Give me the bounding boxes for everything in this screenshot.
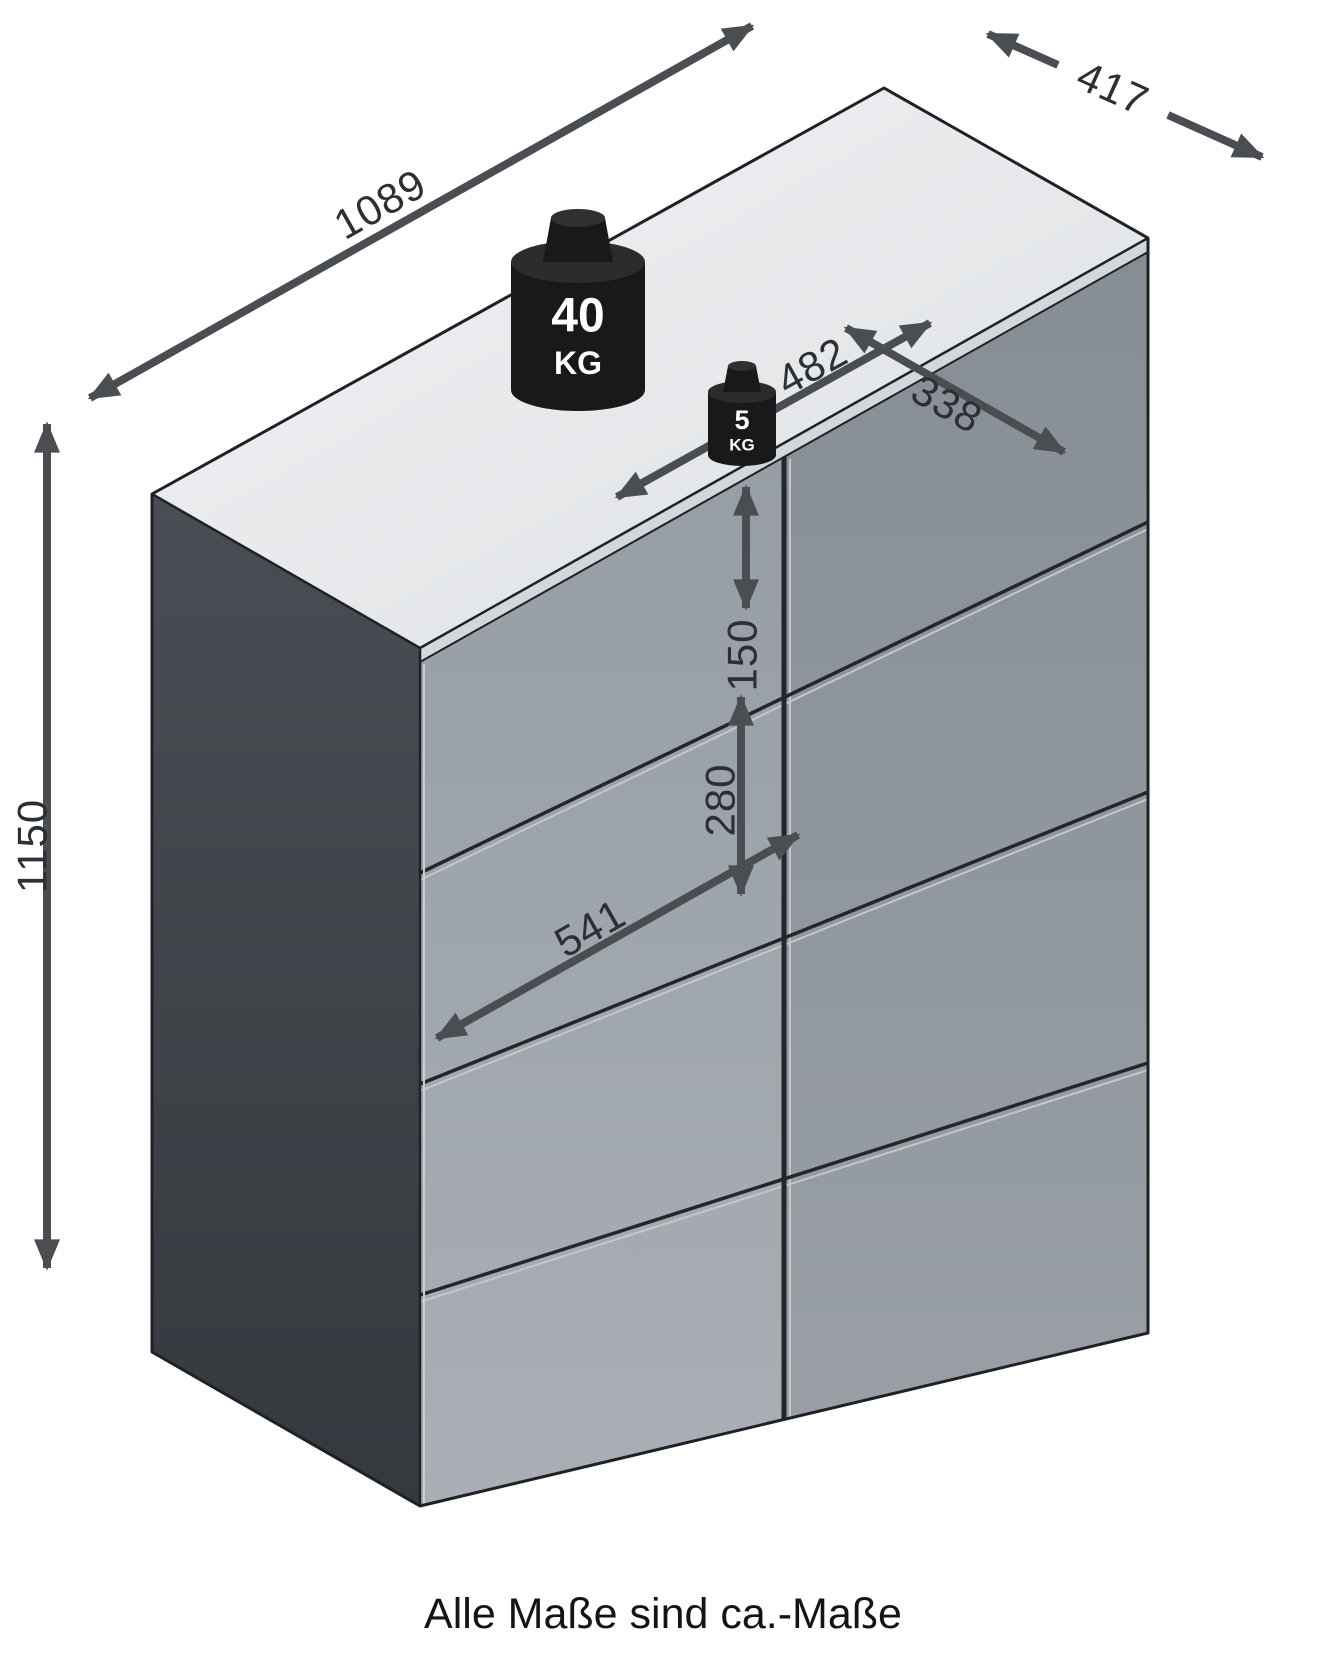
- weight-5kg-unit: KG: [729, 436, 755, 455]
- dim-line-total-depth-lower: [1166, 111, 1265, 161]
- drawer-column-right: [784, 252, 1148, 1420]
- caption: Alle Maße sind ca.-Maße: [424, 1590, 902, 1638]
- weight-40kg-knob: [543, 218, 613, 262]
- dim-label-total-height: 1150: [9, 799, 56, 893]
- weight-5kg-knob-top: [728, 361, 756, 371]
- weight-40kg-value: 40: [551, 290, 604, 343]
- cabinet-outline: [150, 86, 1150, 1508]
- dim-line-total-width: [87, 22, 755, 402]
- weight-40kg-knob-top: [551, 209, 605, 227]
- dim-line-inner-depth: [843, 324, 1067, 456]
- weight-5kg-body: [708, 392, 776, 466]
- dim-line-drawer-width: [434, 831, 801, 1042]
- cabinet-illustration: [150, 86, 1150, 1508]
- dim-label-top-drawer-height: 150: [719, 618, 766, 691]
- dim-line-total-depth-upper: [985, 30, 1060, 69]
- dimension-lines: [34, 22, 1265, 1271]
- cabinet-side-panel: [152, 494, 420, 1506]
- weight-40kg-unit: KG: [554, 345, 602, 381]
- dim-label-total-depth: 417: [1070, 52, 1156, 125]
- weight-5kg-knob: [723, 366, 761, 392]
- weight-40kg: 40 KG: [511, 209, 645, 411]
- weight-5kg-value: 5: [734, 405, 749, 435]
- weight-5kg: 5 KG: [708, 361, 776, 466]
- edge-top-left: [151, 492, 421, 650]
- dim-label-drawer-height: 280: [697, 763, 744, 836]
- weight-40kg-body: [511, 262, 645, 411]
